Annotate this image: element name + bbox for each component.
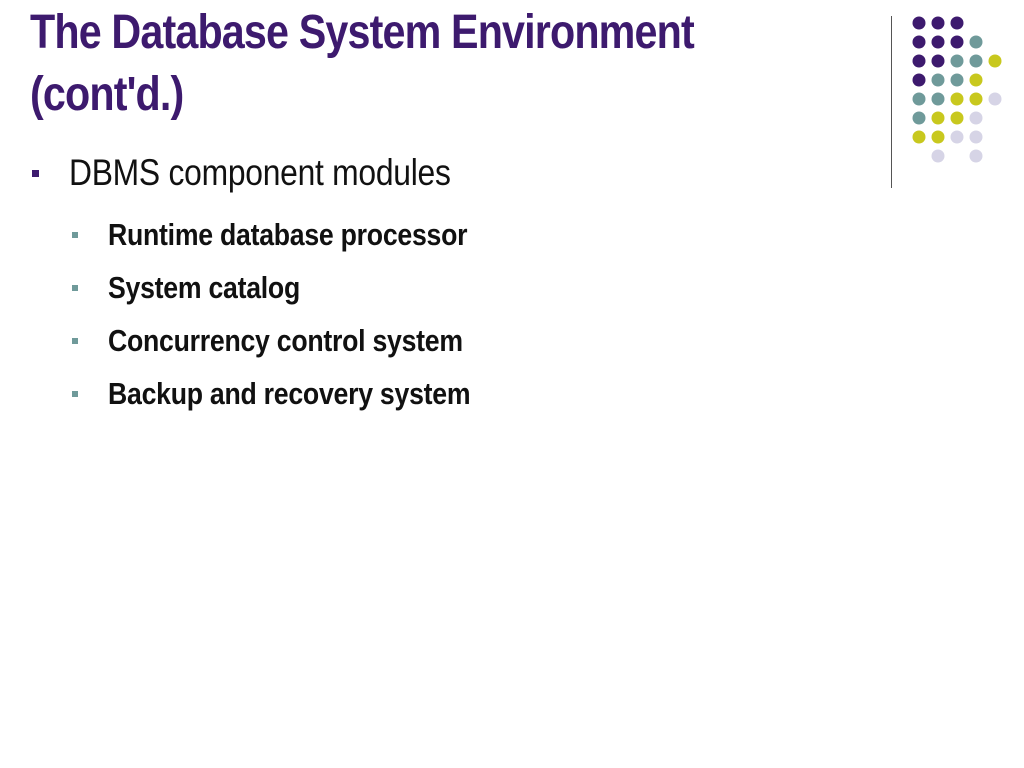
decorative-dot <box>988 92 1002 106</box>
sub-bullet-text: Runtime database processor <box>108 216 468 252</box>
decorative-dot <box>931 92 945 106</box>
slide-title-line-1: The Database System Environment <box>30 6 695 59</box>
bullet-item: DBMS component modules <box>32 152 513 194</box>
decorative-dot <box>969 130 983 144</box>
decorative-dot <box>950 16 964 30</box>
decorative-dot-grid <box>912 16 1002 163</box>
decorative-dot <box>931 54 945 68</box>
decorative-dot <box>931 16 945 30</box>
decorative-dot <box>969 149 983 163</box>
decorative-dot <box>969 73 983 87</box>
decorative-dot <box>931 130 945 144</box>
sub-bullet-item: Concurrency control system <box>72 314 529 367</box>
decorative-dot <box>912 130 926 144</box>
decorative-dot <box>912 35 926 49</box>
decorative-dot <box>912 54 926 68</box>
bullet-text: DBMS component modules <box>69 152 451 193</box>
decorative-dot <box>912 92 926 106</box>
square-bullet-icon <box>72 231 78 238</box>
decorative-dot <box>950 54 964 68</box>
decorative-dot <box>988 54 1002 68</box>
decorative-dot <box>969 111 983 125</box>
slide-title-line-2: (cont'd.) <box>30 68 184 121</box>
decorative-dot <box>969 92 983 106</box>
decorative-dot <box>950 111 964 125</box>
sub-bullet-item: Runtime database processor <box>72 208 529 261</box>
square-bullet-icon <box>72 284 78 291</box>
square-bullet-icon <box>32 169 39 177</box>
sub-bullet-text: System catalog <box>108 269 300 305</box>
sub-bullet-item: System catalog <box>72 261 529 314</box>
slide-title: The Database System Environment (cont'd.… <box>30 2 752 126</box>
decorative-dot <box>912 111 926 125</box>
decorative-dot <box>931 73 945 87</box>
title-divider-line <box>891 16 892 188</box>
decorative-dot <box>931 35 945 49</box>
decorative-dot <box>950 35 964 49</box>
decorative-dot <box>950 130 964 144</box>
decorative-dot <box>931 149 945 163</box>
decorative-dot <box>969 35 983 49</box>
square-bullet-icon <box>72 390 78 397</box>
decorative-dot <box>931 111 945 125</box>
decorative-dot <box>912 16 926 30</box>
sub-bullet-text: Concurrency control system <box>108 322 463 358</box>
sub-bullet-list: Runtime database processor System catalo… <box>72 208 529 420</box>
square-bullet-icon <box>72 337 78 344</box>
decorative-dot <box>912 73 926 87</box>
decorative-dot <box>950 92 964 106</box>
decorative-dot <box>950 73 964 87</box>
decorative-dot <box>969 54 983 68</box>
sub-bullet-text: Backup and recovery system <box>108 375 471 411</box>
sub-bullet-item: Backup and recovery system <box>72 367 529 420</box>
